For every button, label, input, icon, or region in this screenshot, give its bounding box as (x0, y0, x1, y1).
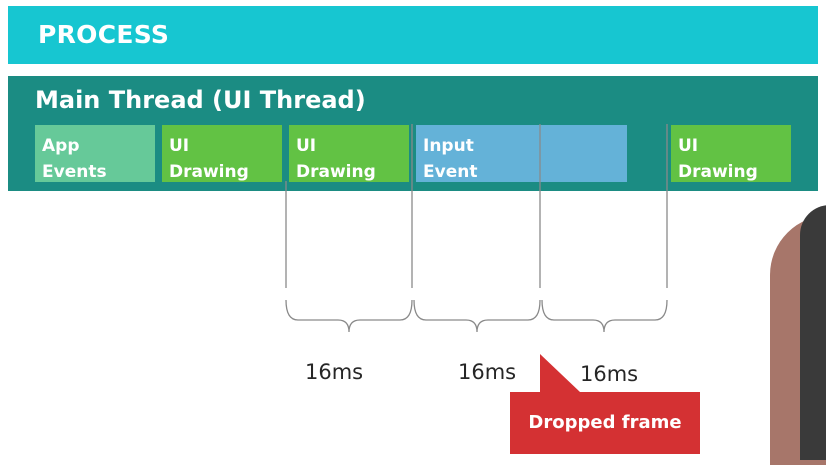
frame-duration-label-1: 16ms (305, 360, 364, 384)
input-event-block: Input Event (416, 125, 540, 182)
process-label: PROCESS (38, 20, 170, 49)
frame-brace-3 (541, 299, 668, 333)
app-events-block: App Events (35, 125, 155, 182)
ui-drawing-block-2: UI Drawing (289, 125, 409, 182)
process-bar: PROCESS (8, 6, 818, 64)
main-thread-label: Main Thread (UI Thread) (35, 86, 366, 114)
frame-duration-label-3: 16ms (580, 362, 639, 386)
presenter-sleeve (800, 205, 826, 460)
ui-drawing-block-3: UI Drawing (671, 125, 791, 182)
frame-brace-1 (285, 299, 413, 333)
dropped-frame-callout: Dropped frame (510, 392, 700, 454)
frame-duration-label-2: 16ms (458, 360, 517, 384)
main-thread-bar: Main Thread (UI Thread) App Events UI Dr… (8, 76, 818, 191)
ui-drawing-block-1: UI Drawing (162, 125, 282, 182)
input-event-continued-block (540, 125, 627, 182)
dropped-frame-pointer (540, 354, 580, 392)
frame-brace-2 (413, 299, 541, 333)
